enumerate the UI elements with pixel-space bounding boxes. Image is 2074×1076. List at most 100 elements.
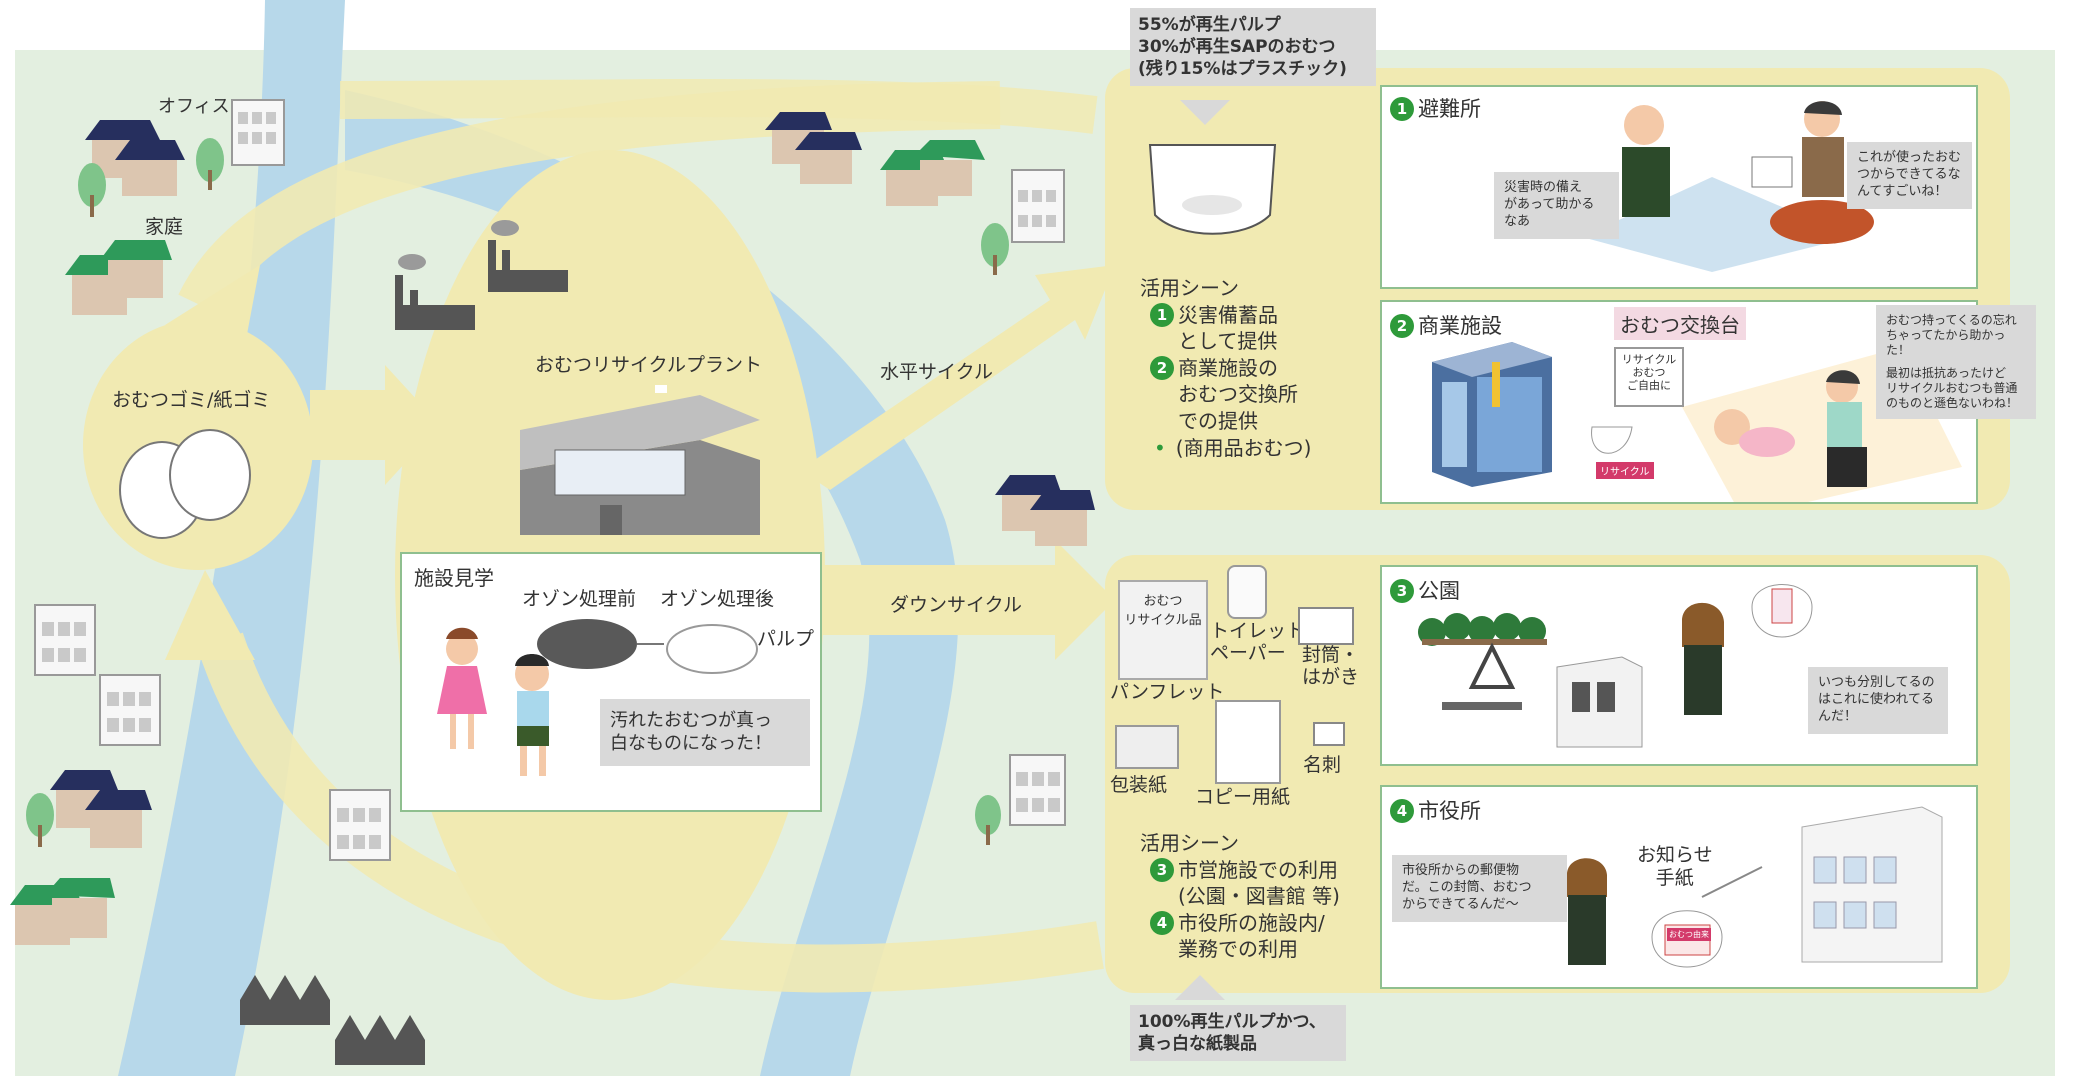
park-illustration xyxy=(1418,584,1813,748)
tour-before-label: オゾン処理前 xyxy=(522,588,637,610)
trash-bag-icons xyxy=(119,429,251,539)
scene-item-text: 商業施設の xyxy=(1178,355,1278,380)
house-icons xyxy=(10,112,1095,945)
business-card-icon xyxy=(1313,722,1345,746)
number-badge: 2 xyxy=(1390,314,1414,338)
speech-bubble: 市役所からの郵便物 だ。この封筒、おむつ からできてるんだ～ xyxy=(1392,855,1567,922)
clean-pulp-cloud xyxy=(666,624,758,674)
horizontal-cycle-label: 水平サイクル xyxy=(880,361,994,383)
panel-title: 避難所 xyxy=(1418,97,1481,121)
girl-figure xyxy=(437,627,487,749)
panel-title: 市役所 xyxy=(1418,799,1481,823)
bubble-line: いつも分別してるの xyxy=(1818,675,1935,690)
tree-icons xyxy=(26,138,1009,847)
bubble-line: リサイクルおむつも普通 xyxy=(1886,381,2018,395)
top-note-line: (残り15%はプラスチック) xyxy=(1138,59,1347,80)
bubble-line: だ。この封筒、おむつ xyxy=(1402,879,1532,895)
pamphlet-inner-line: おむつ xyxy=(1143,594,1183,609)
office-label: オフィス xyxy=(158,96,230,117)
bubble-line: んだ！ xyxy=(1818,708,1858,724)
building-windows xyxy=(42,112,1060,849)
envelope-line: はがき xyxy=(1302,665,1360,688)
scene-item-text: 災害備蓄品 xyxy=(1178,302,1278,327)
number-badge: 3 xyxy=(1390,579,1414,603)
arrow-waste-to-plant xyxy=(310,365,440,485)
bubble-line: おむつ持ってくるの忘れ xyxy=(1886,313,2017,327)
bubble-line: からできてるんだ～ xyxy=(1402,896,1519,912)
boy-figure xyxy=(515,654,549,776)
notice-line: 手紙 xyxy=(1655,866,1694,889)
tour-after-label: オゾン処理後 xyxy=(660,588,775,610)
scene-item-text: での提供 xyxy=(1178,408,1258,433)
panel-title: 公園 xyxy=(1418,579,1460,603)
tour-bubble-line: 汚れたおむつが真っ xyxy=(610,710,772,731)
river-right xyxy=(345,90,959,1076)
changing-table-label: おむつ交換台 xyxy=(1614,307,1746,340)
notice-line: お知らせ xyxy=(1637,844,1713,866)
bottom-note: 100%再生パルプかつ、 真っ白な紙製品 xyxy=(1130,1005,1346,1062)
down-cycle-label: ダウンサイクル xyxy=(890,594,1023,616)
tour-bubble-line: 白なものになった！ xyxy=(610,733,772,755)
bubble-line: なあ xyxy=(1504,213,1531,229)
wrapping-paper-icon xyxy=(1115,725,1179,769)
bottom-note-line: 100%再生パルプかつ、 xyxy=(1138,1012,1326,1032)
pamphlet-icon: おむつ リサイクル品 xyxy=(1118,580,1208,680)
box-label-line: ご自由に xyxy=(1627,379,1671,393)
pulp-label: パルプ xyxy=(757,628,815,650)
copy-paper-label: コピー用紙 xyxy=(1195,786,1291,808)
panel-title: 商業施設 xyxy=(1418,314,1502,338)
bottom-note-pointer xyxy=(1175,975,1225,1000)
waste-label: おむつゴミ/紙ゴミ xyxy=(112,389,271,411)
plant-label: おむつリサイクルプラント xyxy=(535,354,763,376)
box-label-line: リサイクル xyxy=(1621,353,1677,366)
tour-title: 施設見学 xyxy=(414,566,494,590)
number-badge: 1 xyxy=(1390,97,1414,121)
bubble-line: んてすごいね！ xyxy=(1857,183,1948,199)
arrow-horizontal xyxy=(800,265,1115,490)
letter-label: おむつ由来 xyxy=(1667,928,1711,941)
bubble-line: はこれに使われてる xyxy=(1818,691,1934,707)
speech-bubble: いつも分別してるの はこれに使われてる んだ！ xyxy=(1808,667,1948,734)
recycled-diaper-box: リサイクル おむつ ご自由に xyxy=(1614,347,1684,407)
scene-item-text: 業務での利用 xyxy=(1178,937,1298,962)
toilet-paper-line: ペーパー xyxy=(1210,641,1286,664)
speech-bubble: これが使ったおむ つからできてるな んてすごいね！ xyxy=(1847,142,1972,209)
number-badge: 3 xyxy=(1150,857,1174,882)
pamphlet-inner-line: リサイクル品 xyxy=(1124,613,1202,628)
lower-scene-heading: 活用シーン xyxy=(1140,831,1239,855)
number-badge: 4 xyxy=(1150,910,1174,935)
smoke-icons xyxy=(398,220,519,270)
tour-illustration xyxy=(437,619,758,776)
scene-item-text: として提供 xyxy=(1178,329,1278,354)
pamphlet-label: パンフレット xyxy=(1110,681,1225,703)
recycle-tag: リサイクル xyxy=(1596,462,1654,479)
scene-item-text: (公園・図書館 等) xyxy=(1178,884,1340,909)
number-badge: 1 xyxy=(1150,302,1174,327)
envelope-label: 封筒・ はがき xyxy=(1302,644,1360,689)
scene-item-text: おむつ交換所 xyxy=(1178,382,1298,407)
diaper-illustration xyxy=(1148,144,1277,235)
box-label-line: おむつ xyxy=(1632,366,1666,380)
envelope-icon xyxy=(1298,607,1354,645)
toilet-paper-label: トイレット ペーパー xyxy=(1210,620,1305,665)
bubble-line: 市役所からの郵便物 xyxy=(1402,863,1520,878)
speech-bubble: 災害時の備え があって助かる なあ xyxy=(1494,172,1619,239)
bubble-line: があって助かる xyxy=(1504,196,1595,212)
scene-item-text: 市営施設での利用 xyxy=(1178,857,1338,882)
number-badge: 4 xyxy=(1390,799,1414,823)
facility-tour-box: 施設見学 オゾン処理前 オゾン処理後 パルプ 汚れたおむつが真っ 白なものになっ… xyxy=(400,552,822,812)
speech-bubble: おむつ持ってくるの忘れ ちゃってたから助かった！ 最初は抵抗あったけど リサイク… xyxy=(1876,305,2036,419)
wrapping-label: 包装紙 xyxy=(1110,774,1168,796)
bottom-note-line: 真っ白な紙製品 xyxy=(1138,1034,1257,1055)
plant-building xyxy=(520,385,760,535)
business-card-label: 名刺 xyxy=(1303,754,1342,776)
bubble-line: これが使ったおむ xyxy=(1857,150,1962,165)
shelter-illustration xyxy=(1582,101,1874,272)
bubble-line: のものと遜色ないわね！ xyxy=(1886,396,2019,410)
tour-speech-bubble: 汚れたおむつが真っ 白なものになった！ xyxy=(600,699,810,766)
